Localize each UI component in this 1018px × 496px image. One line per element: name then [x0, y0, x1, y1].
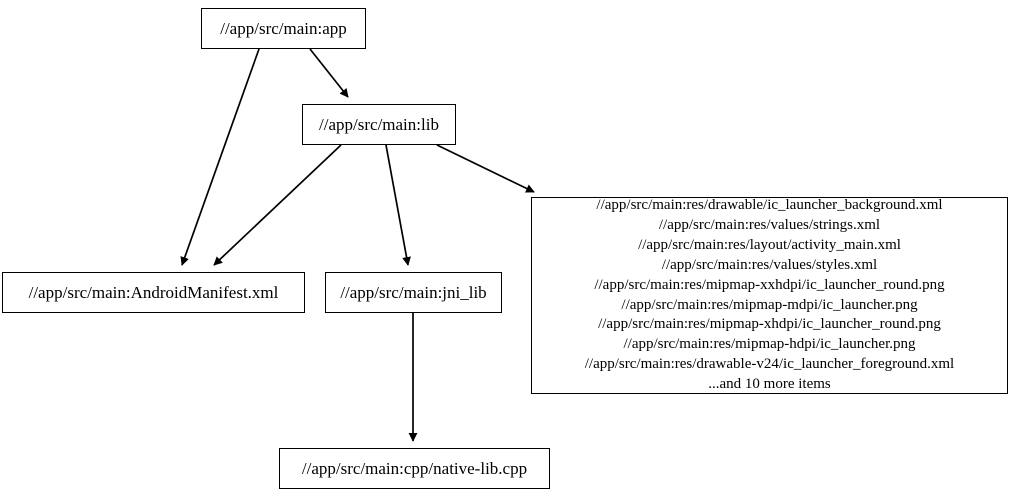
edge-app-to-manifest	[180, 48, 260, 266]
edge-lib-to-jni-lib	[385, 144, 411, 266]
graph-node-android-manifest-label: //app/src/main:AndroidManifest.xml	[28, 283, 279, 302]
edge-lib-to-resources	[436, 144, 535, 193]
graph-node-native-lib-cpp-label: //app/src/main:cpp/native-lib.cpp	[301, 459, 528, 478]
edge-app-to-lib	[309, 48, 349, 98]
graph-node-jni-lib-label: //app/src/main:jni_lib	[340, 283, 487, 302]
graph-node-jni-lib[interactable]: //app/src/main:jni_lib	[325, 272, 502, 313]
edge-lib-to-manifest	[213, 144, 342, 266]
graph-node-resources-label: //app/src/main:res/drawable/ic_launcher_…	[584, 196, 955, 393]
graph-node-app[interactable]: //app/src/main:app	[201, 8, 366, 49]
graph-node-android-manifest[interactable]: //app/src/main:AndroidManifest.xml	[2, 272, 305, 313]
graph-node-lib[interactable]: //app/src/main:lib	[302, 104, 456, 145]
graph-node-native-lib-cpp[interactable]: //app/src/main:cpp/native-lib.cpp	[279, 448, 550, 489]
graph-node-resources[interactable]: //app/src/main:res/drawable/ic_launcher_…	[531, 197, 1008, 394]
graph-node-lib-label: //app/src/main:lib	[319, 115, 439, 134]
graph-node-app-label: //app/src/main:app	[220, 19, 347, 38]
